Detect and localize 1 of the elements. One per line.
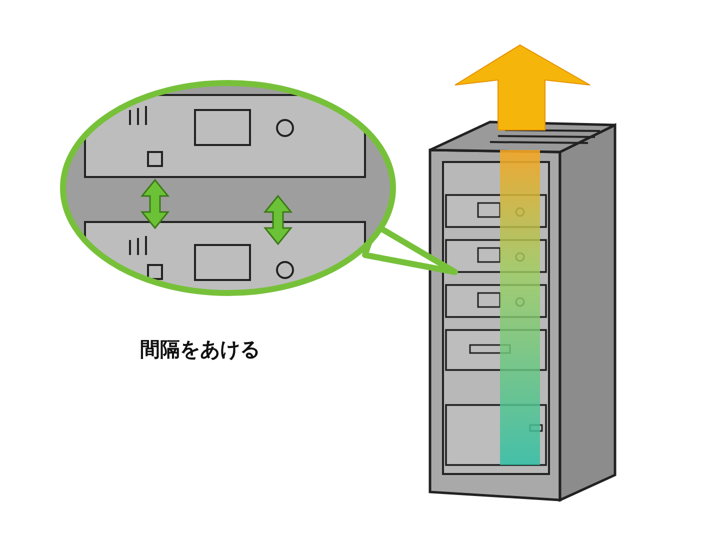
caption-text: 間隔をあける <box>140 336 260 363</box>
